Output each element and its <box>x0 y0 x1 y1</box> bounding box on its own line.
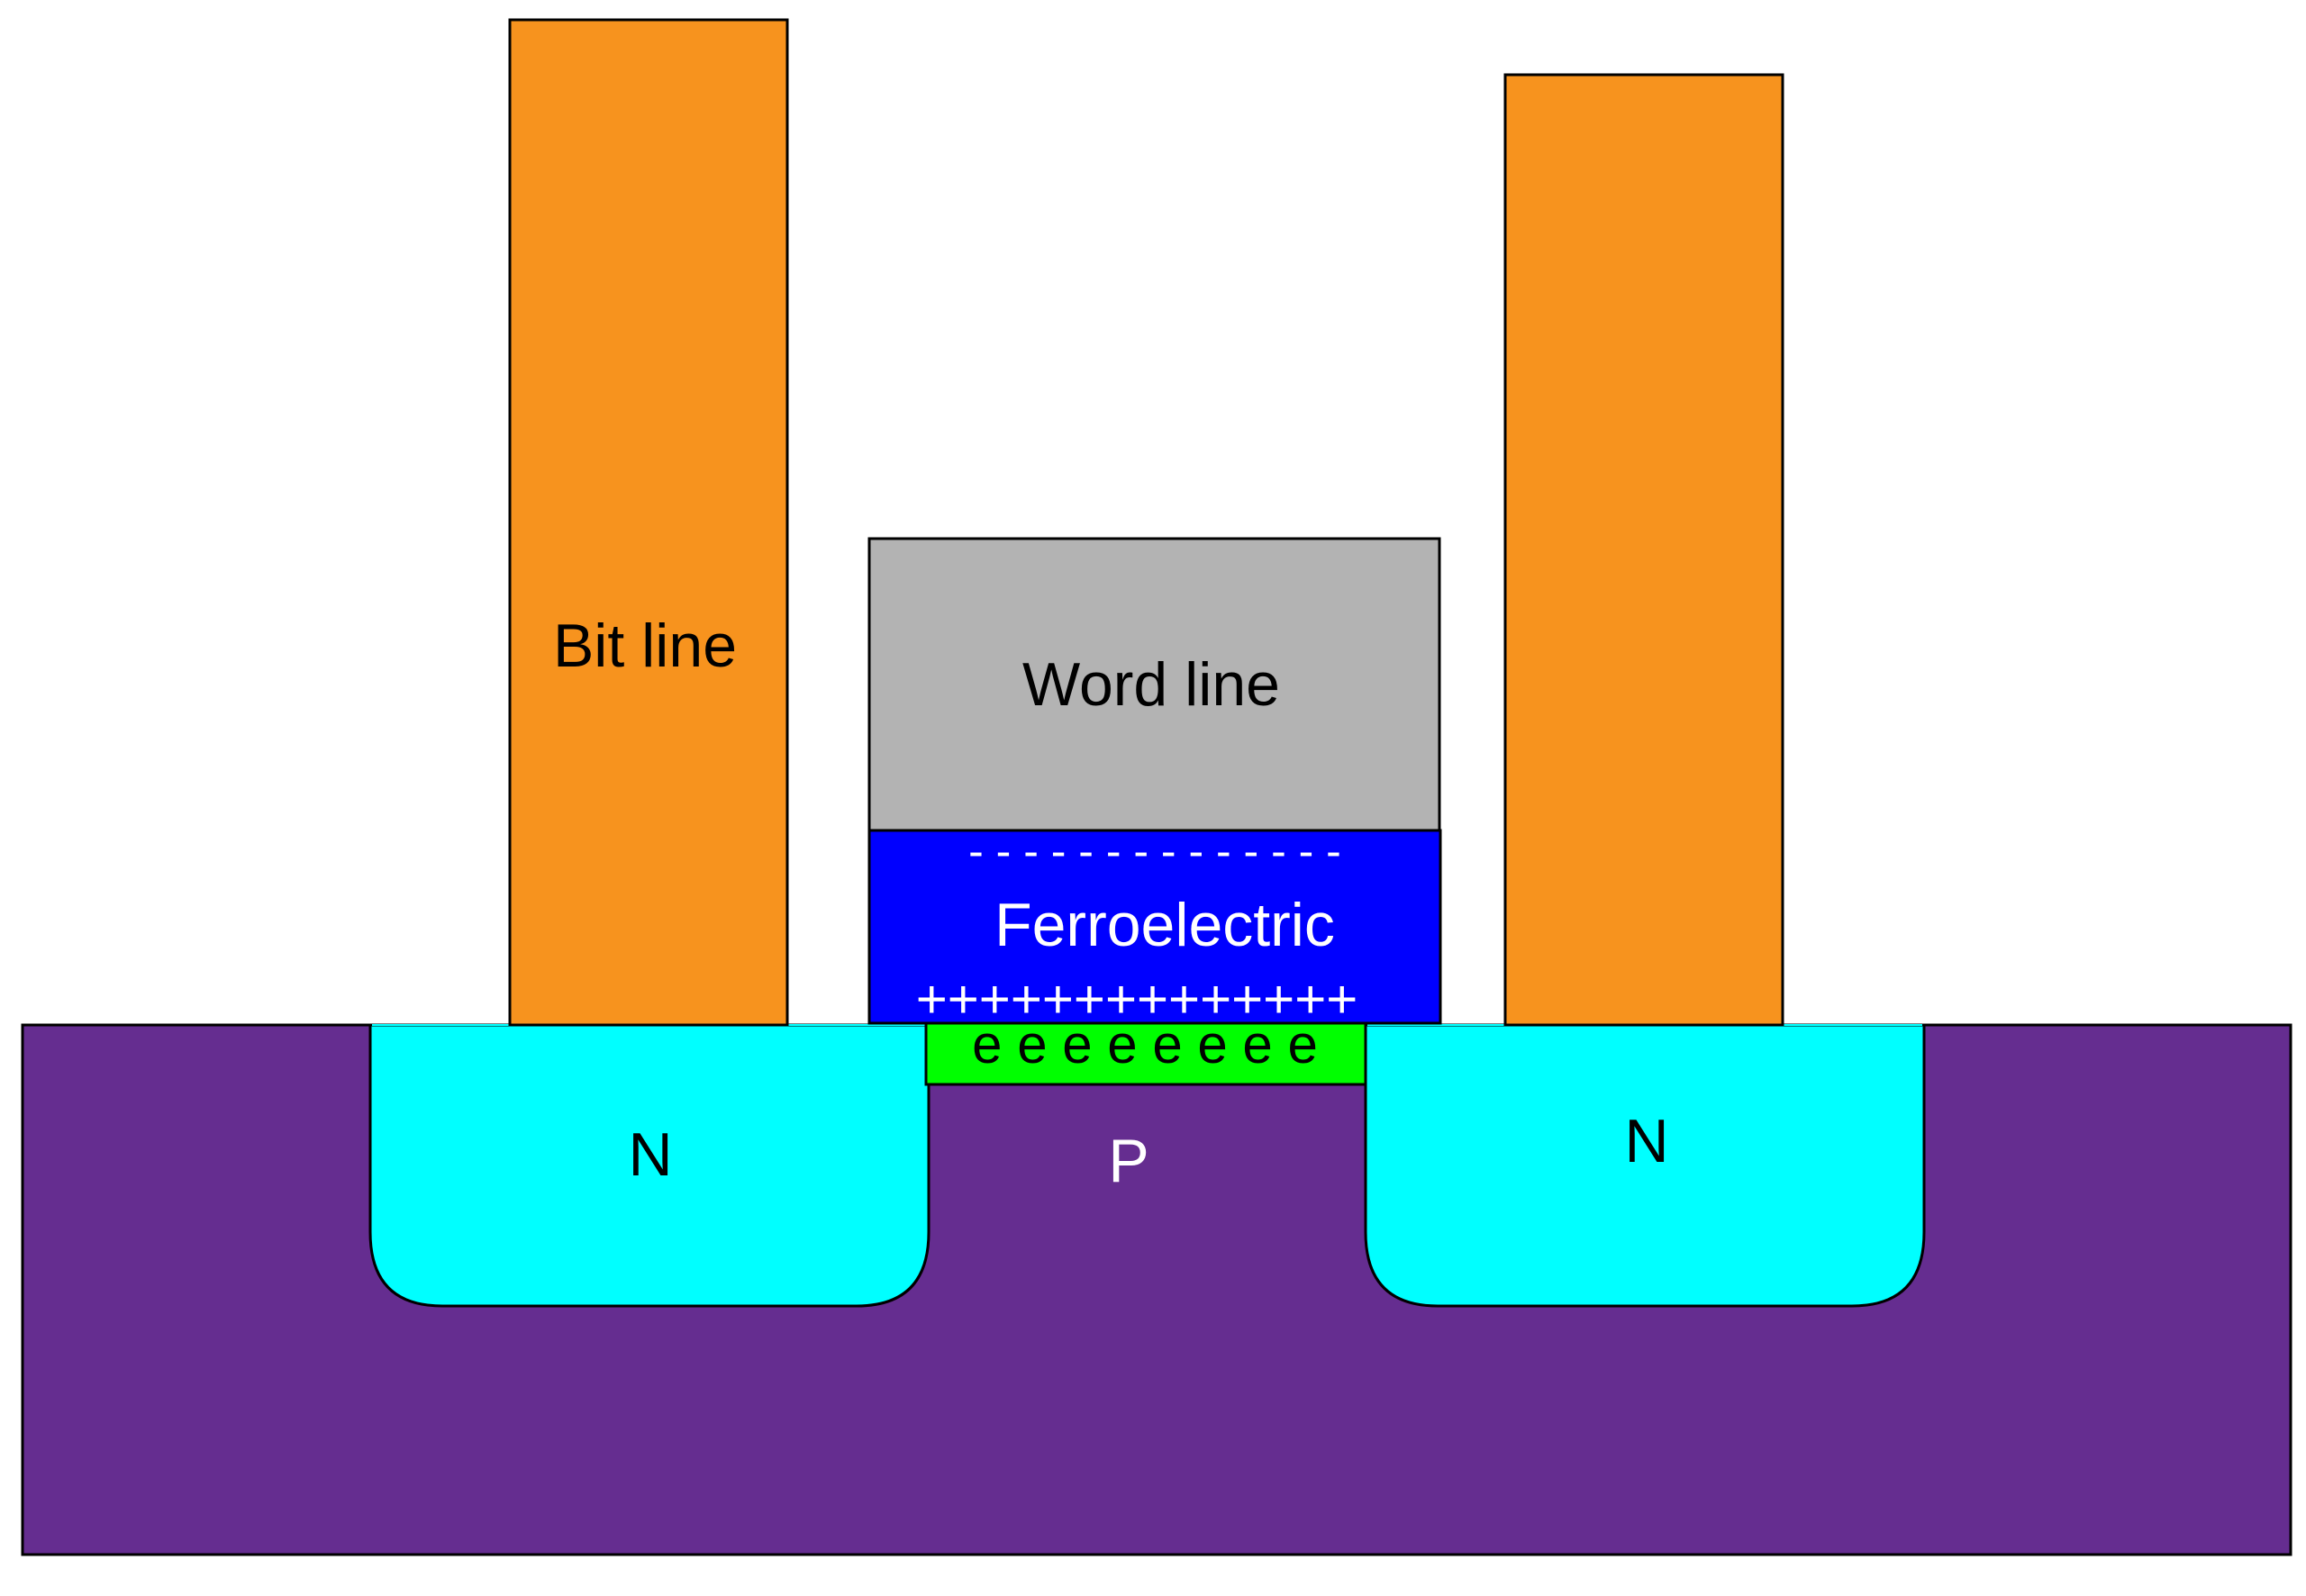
ferroelectric-label: Ferroelectric <box>994 891 1335 959</box>
n-right-label: N <box>1624 1107 1668 1175</box>
bit-line-label: Bit line <box>553 612 737 680</box>
p-substrate-label: P <box>1108 1127 1148 1195</box>
p-substrate <box>21 1023 2292 1556</box>
ferroelectric-layer <box>867 829 1442 1025</box>
n-region-left <box>368 1023 931 1308</box>
right-contact <box>1503 73 1784 1027</box>
n-region-right <box>1364 1023 1926 1308</box>
positive-charges-label: ++++++++++++++ <box>916 969 1358 1029</box>
word-line-label: Word line <box>1022 650 1280 719</box>
word-line-gate <box>867 537 1441 832</box>
bit-line-contact <box>508 18 789 1027</box>
n-left-label: N <box>628 1120 672 1189</box>
channel-electrons-label: e e e e e e e e <box>972 1014 1318 1075</box>
negative-charges-label: - - - - - - - - - - - - - - <box>968 826 1341 876</box>
